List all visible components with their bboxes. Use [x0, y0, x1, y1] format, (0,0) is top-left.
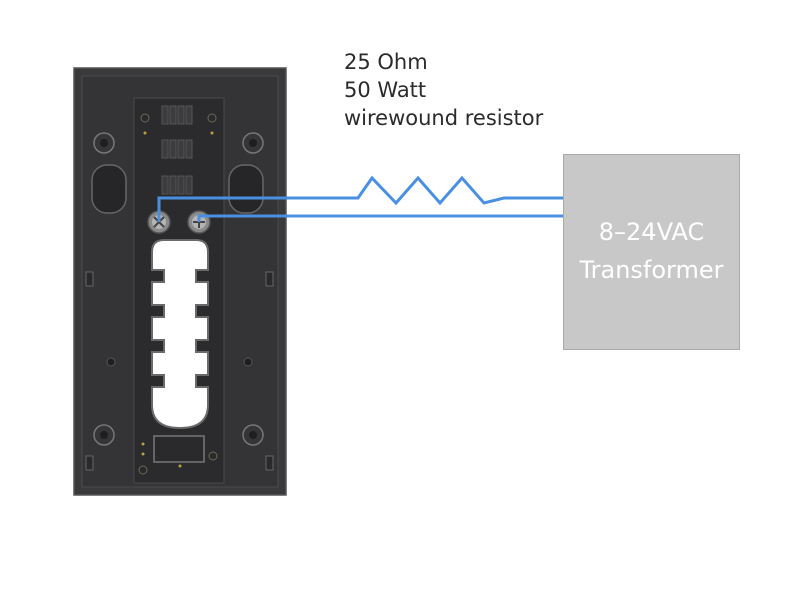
mounting-hole [242, 424, 264, 446]
wiring [157, 175, 563, 222]
small-hole [140, 113, 150, 123]
mounting-hole [93, 132, 115, 154]
resistor-resistance: 25 Ohm [344, 50, 428, 74]
wire-bottom [197, 214, 563, 222]
resistor-type: wirewound resistor [344, 106, 544, 130]
rubber-pad [91, 164, 127, 214]
doorbell-back-plate [73, 67, 287, 496]
transformer-voltage: 8–24VAC [598, 218, 705, 246]
transformer-box: 8–24VAC Transformer [563, 154, 740, 350]
rubber-pad [228, 164, 264, 214]
transformer-label: 8–24VAC Transformer [564, 213, 739, 289]
mounting-hole [242, 132, 264, 154]
wire-top-with-resistor [157, 175, 563, 222]
vent-slots [161, 105, 193, 195]
transformer-name: Transformer [579, 256, 724, 284]
resistor-wattage: 50 Watt [344, 78, 427, 102]
mounting-hole [93, 424, 115, 446]
bottom-connector [153, 435, 205, 463]
resistor-label: 25 Ohm 50 Watt wirewound resistor [344, 48, 543, 132]
wire-access-slot [151, 239, 209, 430]
small-hole [207, 113, 217, 123]
